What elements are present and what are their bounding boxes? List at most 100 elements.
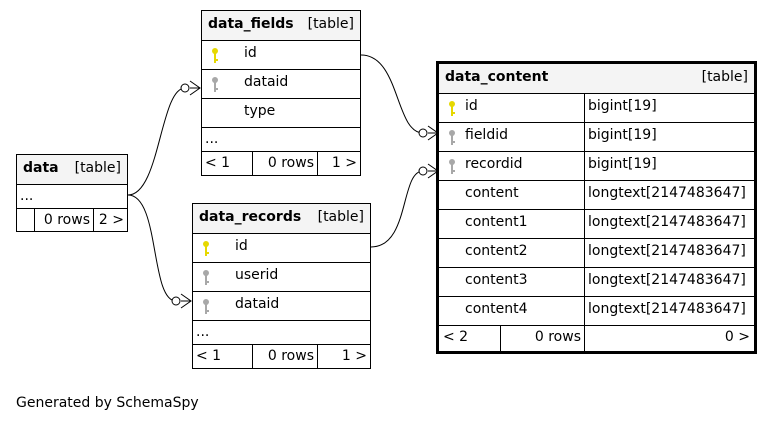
row-count-cell: 0 rows	[34, 209, 93, 231]
table-header: data_content [table]	[439, 64, 754, 93]
table-footer: 0 rows 2 >	[17, 208, 127, 231]
column-name: content	[465, 185, 519, 201]
table-name: data_fields	[208, 16, 294, 32]
column-type-cell: longtext[2147483647]	[584, 297, 754, 325]
child-count-cell: 1 >	[317, 152, 360, 175]
row-count: 0 rows	[267, 348, 314, 364]
column-type-cell: bigint[19]	[584, 94, 754, 122]
column-row[interactable]: id	[193, 233, 370, 262]
more-columns: ...	[17, 184, 127, 208]
row-count: 0 rows	[267, 155, 314, 171]
foreign-key-icon	[212, 77, 218, 92]
column-row[interactable]: content1 longtext[2147483647]	[439, 209, 754, 238]
generated-by-label: Generated by SchemaSpy	[16, 395, 199, 411]
column-name: content2	[465, 243, 528, 259]
column-name: recordid	[465, 156, 523, 172]
column-name: dataid	[244, 74, 289, 90]
column-type-cell: bigint[19]	[584, 152, 754, 180]
child-count-cell: 2 >	[93, 209, 127, 231]
column-row[interactable]: recordid bigint[19]	[439, 151, 754, 180]
primary-key-icon	[203, 241, 209, 256]
column-name: content3	[465, 272, 528, 288]
foreign-key-icon	[203, 299, 209, 314]
primary-key-icon	[449, 101, 455, 116]
foreign-key-icon	[449, 130, 455, 145]
child-count-cell: 0 >	[584, 326, 754, 351]
column-row[interactable]: id	[202, 40, 360, 69]
table-type-tag: [table]	[307, 16, 354, 32]
column-type: bigint[19]	[588, 98, 657, 114]
primary-key-icon	[212, 48, 218, 63]
table-data[interactable]: data [table] ... 0 rows 2 >	[16, 154, 128, 232]
column-row[interactable]: dataid	[202, 69, 360, 98]
column-name: dataid	[235, 296, 280, 312]
more-columns: ...	[193, 320, 370, 344]
column-type: bigint[19]	[588, 127, 657, 143]
row-count: 0 rows	[534, 329, 581, 345]
ellipsis: ...	[196, 324, 210, 340]
table-name: data_records	[199, 209, 302, 225]
row-count: 0 rows	[43, 212, 90, 228]
column-name: content1	[465, 214, 528, 230]
column-name: id	[465, 98, 478, 114]
table-footer: < 2 0 rows 0 >	[439, 325, 754, 351]
column-name: fieldid	[465, 127, 508, 143]
column-type: longtext[2147483647]	[588, 272, 746, 288]
column-row[interactable]: dataid	[193, 291, 370, 320]
link-data-to-data-fields	[127, 87, 186, 196]
table-header: data_fields [table]	[202, 11, 360, 40]
column-type: longtext[2147483647]	[588, 243, 746, 259]
ellipsis: ...	[20, 188, 34, 204]
parent-count: < 1	[205, 155, 231, 171]
table-data-fields[interactable]: data_fields [table] id dataid type ... <…	[201, 10, 361, 176]
column-row[interactable]: content2 longtext[2147483647]	[439, 238, 754, 267]
column-type-cell: bigint[19]	[584, 123, 754, 151]
child-count: 2 >	[98, 212, 124, 228]
column-type: bigint[19]	[588, 156, 657, 172]
column-name: content4	[465, 301, 528, 317]
table-type-tag: [table]	[701, 69, 748, 85]
link-data-fields-to-data-content	[360, 54, 424, 134]
link-data-to-data-records	[127, 194, 177, 302]
parent-count: < 2	[443, 329, 469, 345]
parent-count: < 1	[196, 348, 222, 364]
table-type-tag: [table]	[317, 209, 364, 225]
column-name: id	[235, 238, 248, 254]
column-type-cell: longtext[2147483647]	[584, 239, 754, 267]
column-type-cell: longtext[2147483647]	[584, 268, 754, 296]
column-type: longtext[2147483647]	[588, 185, 746, 201]
column-type: longtext[2147483647]	[588, 301, 746, 317]
column-row[interactable]: type	[202, 98, 360, 127]
table-data-content[interactable]: data_content [table] id bigint[19] field…	[436, 61, 757, 354]
table-footer: < 1 0 rows 1 >	[202, 151, 360, 175]
column-row[interactable]: id bigint[19]	[439, 93, 754, 122]
foreign-key-icon	[449, 159, 455, 174]
column-type-cell: longtext[2147483647]	[584, 181, 754, 209]
column-row[interactable]: content3 longtext[2147483647]	[439, 267, 754, 296]
foreign-key-icon	[203, 270, 209, 285]
child-count-cell: 1 >	[317, 345, 370, 368]
row-count-cell: 0 rows	[252, 152, 317, 175]
child-count: 1 >	[331, 155, 357, 171]
column-name: id	[244, 45, 257, 61]
column-type-cell: longtext[2147483647]	[584, 210, 754, 238]
row-count-cell: 0 rows	[500, 326, 585, 351]
more-columns: ...	[202, 127, 360, 151]
column-row[interactable]: fieldid bigint[19]	[439, 122, 754, 151]
link-data-records-to-data-content	[370, 170, 424, 248]
table-header: data [table]	[17, 155, 127, 184]
column-row[interactable]: userid	[193, 262, 370, 291]
ellipsis: ...	[205, 131, 219, 147]
table-type-tag: [table]	[74, 160, 121, 176]
column-row[interactable]: content longtext[2147483647]	[439, 180, 754, 209]
table-name: data	[23, 160, 59, 176]
table-name: data_content	[445, 69, 549, 85]
row-count-cell: 0 rows	[252, 345, 317, 368]
child-count: 0 >	[724, 329, 750, 345]
table-data-records[interactable]: data_records [table] id userid dataid ..…	[192, 203, 371, 369]
column-row[interactable]: content4 longtext[2147483647]	[439, 296, 754, 325]
table-footer: < 1 0 rows 1 >	[193, 344, 370, 368]
column-type: longtext[2147483647]	[588, 214, 746, 230]
column-name: type	[244, 103, 276, 119]
